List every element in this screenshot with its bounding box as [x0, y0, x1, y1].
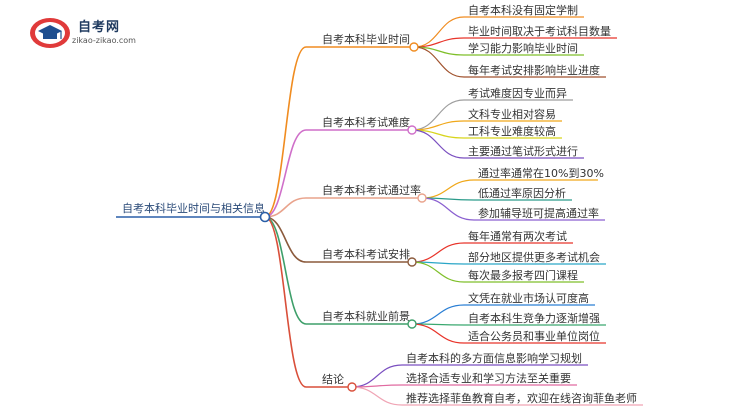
branch-label[interactable]: 自考本科考试难度: [322, 115, 410, 129]
leaf-label[interactable]: 学习能力影响毕业时间: [468, 41, 578, 55]
leaf-label[interactable]: 自考本科生竞争力逐渐增强: [468, 311, 600, 325]
root-node: [259, 211, 271, 223]
leaf-label[interactable]: 每次最多报考四门课程: [468, 268, 578, 282]
leaf-label[interactable]: 选择合适专业和学习方法至关重要: [406, 371, 571, 385]
graduation-cap-icon: [30, 18, 70, 48]
branch-connector: [264, 216, 307, 263]
leaf-connector: [421, 197, 475, 221]
leaf-label[interactable]: 考试难度因专业而异: [468, 86, 567, 100]
branch-connector: [264, 129, 307, 218]
leaf-connector: [421, 179, 475, 199]
logo-title: 自考网: [78, 20, 121, 35]
leaf-label[interactable]: 通过率通常在10%到30%: [478, 166, 604, 180]
leaf-label[interactable]: 参加辅导班可提高通过率: [478, 206, 599, 220]
branch-node: [407, 125, 417, 135]
branch-label[interactable]: 结论: [322, 372, 344, 386]
site-logo[interactable]: 自考网 zikao-zikao.com: [28, 14, 148, 50]
leaf-label[interactable]: 每年通常有两次考试: [468, 229, 567, 243]
leaf-connector: [413, 46, 465, 78]
branch-connector: [264, 216, 307, 325]
leaf-label[interactable]: 文科专业相对容易: [468, 107, 556, 121]
branch-node: [407, 257, 417, 267]
leaf-label[interactable]: 毕业时间取决于考试科目数量: [468, 24, 611, 38]
root-label: 自考本科毕业时间与相关信息: [122, 201, 265, 215]
leaf-label[interactable]: 每年考试安排影响毕业进度: [468, 63, 600, 77]
logo-url: zikao-zikao.com: [72, 36, 136, 45]
branch-label[interactable]: 自考本科考试通过率: [322, 183, 421, 197]
branch-node: [407, 319, 417, 329]
branch-label[interactable]: 自考本科就业前景: [322, 309, 410, 323]
leaf-label[interactable]: 部分地区提供更多考试机会: [468, 250, 600, 264]
branch-node: [409, 42, 419, 52]
leaf-connector: [351, 386, 403, 406]
leaf-connector: [411, 323, 465, 344]
leaf-connector: [351, 364, 403, 388]
branch-node: [417, 193, 427, 203]
leaf-label[interactable]: 文凭在就业市场认可度高: [468, 291, 589, 305]
leaf-connector: [411, 242, 465, 263]
branch-label[interactable]: 自考本科毕业时间: [322, 32, 410, 46]
leaf-label[interactable]: 自考本科的多方面信息影响学习规划: [406, 351, 582, 365]
leaf-label[interactable]: 工科专业难度较高: [468, 124, 556, 138]
branch-connector: [264, 216, 307, 388]
leaf-label[interactable]: 低通过率原因分析: [478, 186, 566, 200]
branch-node: [347, 382, 357, 392]
branch-label[interactable]: 自考本科考试安排: [322, 247, 410, 261]
leaf-connector: [411, 261, 465, 283]
leaf-connector: [411, 129, 465, 159]
leaf-label[interactable]: 自考本科没有固定学制: [468, 3, 578, 17]
branch-connector: [264, 46, 307, 218]
leaf-connector: [411, 304, 465, 325]
leaf-label[interactable]: 适合公务员和事业单位岗位: [468, 329, 600, 343]
leaf-label[interactable]: 主要通过笔试形式进行: [468, 144, 578, 158]
leaf-label[interactable]: 推荐选择菲鱼教育自考，欢迎在线咨询菲鱼老师: [406, 391, 637, 405]
